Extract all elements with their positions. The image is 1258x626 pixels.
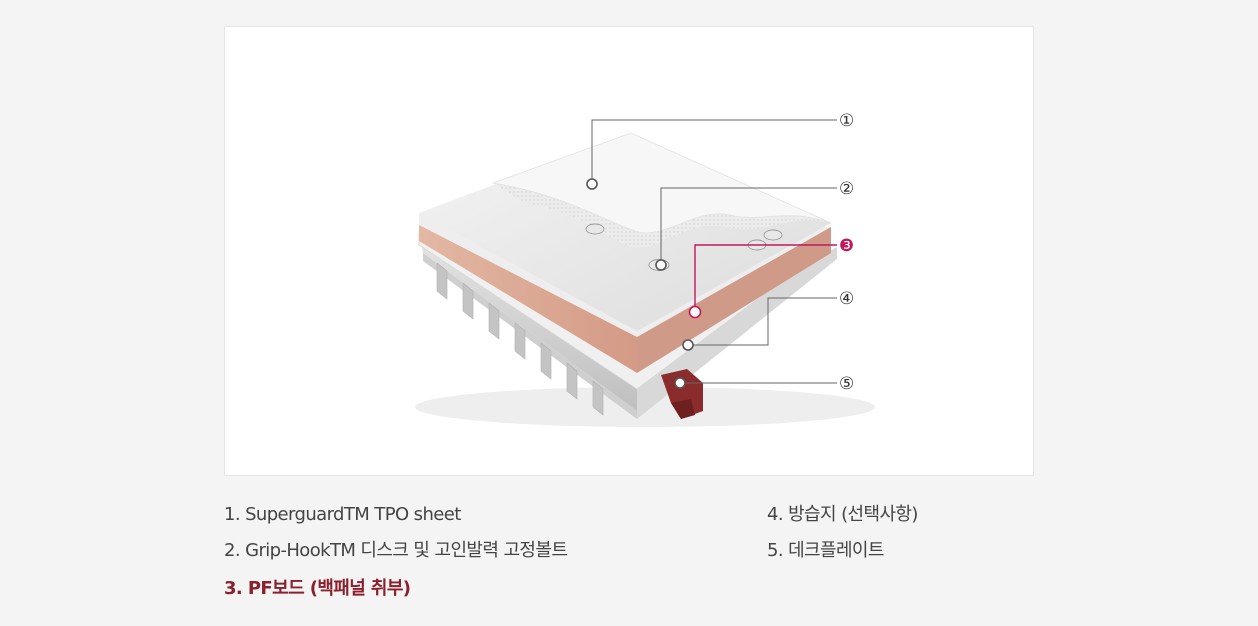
legend-item-5: 5. 데크플레이트 <box>767 540 884 561</box>
steel-purlin <box>661 369 703 419</box>
callout-3: ❸ <box>839 236 854 256</box>
callout-1: ① <box>839 111 854 131</box>
roof-system-diagram: ① ② ❸ ④ ⑤ <box>224 26 1034 476</box>
leader-line-1 <box>591 119 837 184</box>
legend-item-2: 2. Grip-HookTM 디스크 및 고인발력 고정볼트 <box>224 540 568 561</box>
anchor-dot-5 <box>674 377 686 389</box>
anchor-dot-2 <box>655 259 667 271</box>
callout-4: ④ <box>839 289 854 309</box>
callout-5: ⑤ <box>839 374 854 394</box>
anchor-dot-4 <box>682 339 694 351</box>
legend-item-1: 1. SuperguardTM TPO sheet <box>224 504 461 525</box>
tpo-sheet-layer <box>419 132 832 331</box>
leader-line-4 <box>688 297 837 346</box>
callout-2: ② <box>839 179 854 199</box>
disc <box>585 223 605 235</box>
leader-line-2 <box>660 187 837 265</box>
anchor-dot-3 <box>688 305 702 319</box>
anchor-dot-1 <box>586 178 598 190</box>
roof-layer-illustration: ① ② ❸ ④ ⑤ <box>415 111 875 427</box>
legend-item-3: 3. PF보드 (백패널 취부) <box>224 578 411 599</box>
disc <box>763 229 783 241</box>
leader-line-3 <box>694 244 837 312</box>
legend-item-4: 4. 방습지 (선택사항) <box>767 504 918 525</box>
callout-numbers: ① ② ❸ ④ ⑤ <box>839 111 854 394</box>
